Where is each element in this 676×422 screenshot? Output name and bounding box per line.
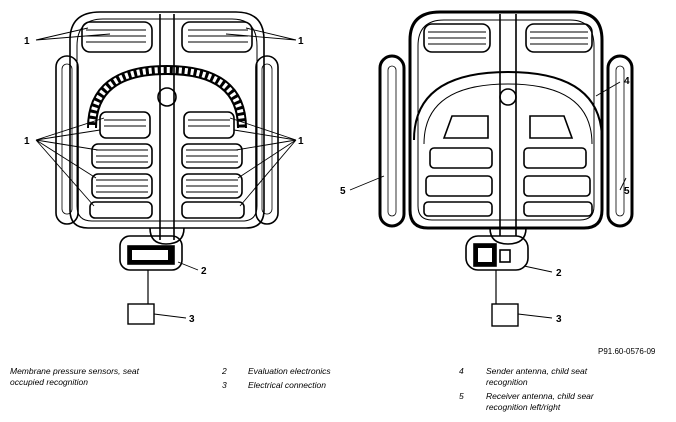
callout-4: 4 (624, 76, 630, 87)
callout-3-left: 3 (189, 314, 195, 325)
right-seat-mat (378, 10, 634, 236)
right-evaluation-electronics (465, 227, 529, 304)
left-electrical-connection (127, 303, 155, 325)
callout-1-top-right: 1 (298, 36, 304, 47)
callout-2-right: 2 (556, 268, 562, 279)
left-callout-labels: 1 1 1 1 2 3 (24, 36, 304, 325)
left-sensor-traces (86, 29, 248, 193)
legend-num-5: 5 (459, 391, 464, 401)
callout-1-mid-right: 1 (298, 136, 304, 147)
legend-text-5a: Receiver antenna, child sear (486, 391, 594, 401)
callout-5-left: 5 (340, 186, 346, 197)
right-callout-labels: 4 5 5 2 3 (340, 76, 630, 325)
left-seat-mat (55, 11, 279, 240)
callout-1-mid-left: 1 (24, 136, 30, 147)
legend-item-3: Electrical connection (248, 380, 326, 391)
legend-item-5: Receiver antenna, child sear recognition… (486, 391, 594, 413)
callout-3-right: 3 (556, 314, 562, 325)
legend-text-4a: Sender antenna, child seat (486, 366, 588, 376)
legend-text-3: Electrical connection (248, 380, 326, 390)
left-evaluation-electronics (119, 227, 185, 304)
left-callout-leaders (35, 27, 297, 319)
legend-text-4b: recognition (486, 377, 528, 387)
right-callout-leaders (349, 81, 627, 319)
callout-2-left: 2 (201, 266, 207, 277)
legend-num-3: 3 (222, 380, 227, 390)
legend-num-4: 4 (459, 366, 464, 376)
legend-item-4: Sender antenna, child seat recognition (486, 366, 587, 388)
legend-text-2: Evaluation electronics (248, 366, 331, 376)
legend-text-5b: recognition left/right (486, 402, 561, 412)
callout-1-top-left: 1 (24, 36, 30, 47)
legend-item-1: Membrane pressure sensors, seat occupied… (10, 366, 139, 388)
right-sensor-traces (428, 31, 588, 45)
figure-reference: P91.60-0576-09 (598, 347, 656, 356)
seat-sensor-diagram: 1 1 1 1 2 3 (24, 10, 634, 327)
right-electrical-connection (491, 303, 519, 327)
legend-text-1b: occupied recognition (10, 377, 88, 387)
callout-5-right: 5 (624, 186, 630, 197)
legend-num-2: 2 (222, 366, 227, 376)
legend-text-1a: Membrane pressure sensors, seat (10, 366, 139, 376)
legend-item-2: Evaluation electronics (248, 366, 331, 377)
